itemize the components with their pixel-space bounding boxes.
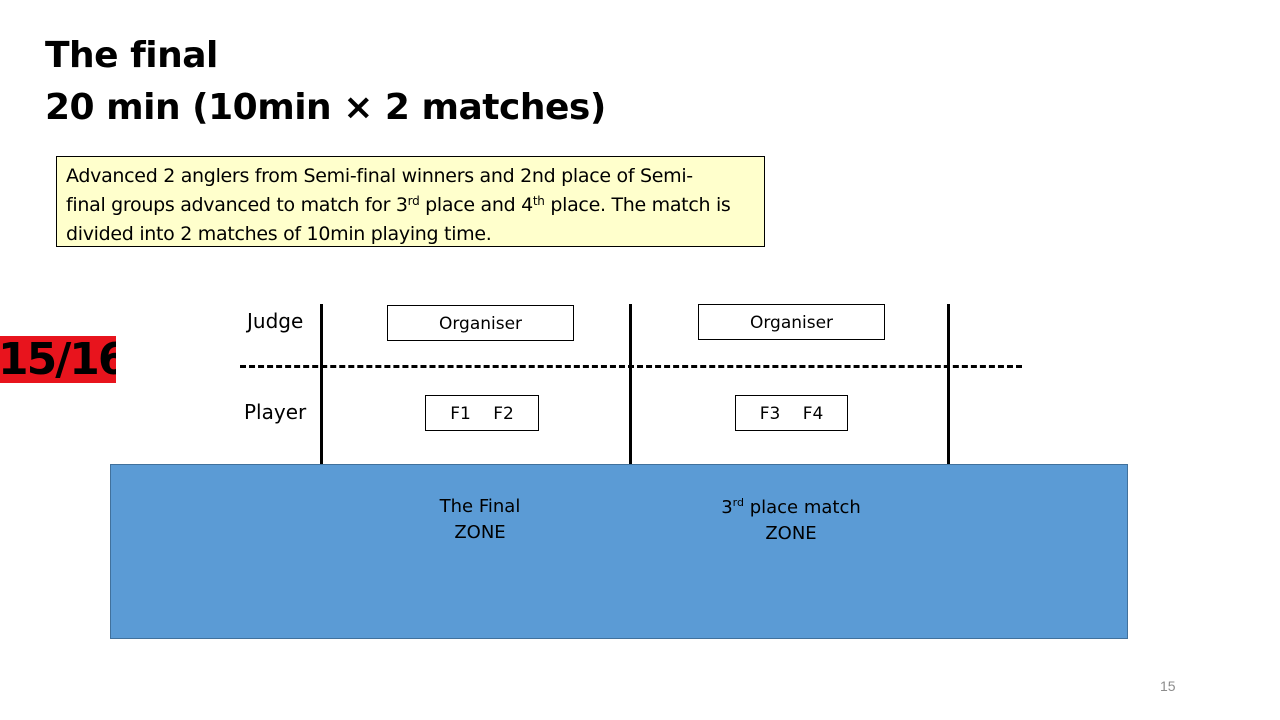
- judge-label: Judge: [247, 309, 304, 333]
- water-zone: [110, 464, 1128, 639]
- description-line-3: divided into 2 matches of 10min playing …: [66, 223, 492, 245]
- description-box: Advanced 2 anglers from Semi-final winne…: [56, 156, 765, 247]
- organiser-box-final: Organiser: [387, 305, 574, 341]
- zone-separator-1: [320, 304, 323, 465]
- page-badge: 15/16: [0, 336, 116, 383]
- description-line-2: final groups advanced to match for 3rd p…: [66, 194, 731, 216]
- organiser-box-third-place: Organiser: [698, 304, 885, 340]
- zone-separator-2: [629, 304, 632, 465]
- third-place-zone-label: 3rd place match ZONE: [721, 496, 861, 544]
- title-line-2: 20 min (10min × 2 matches): [45, 87, 606, 128]
- description-line-1: Advanced 2 anglers from Semi-final winne…: [66, 165, 693, 187]
- player-label: Player: [244, 400, 307, 424]
- slide-title: The final 20 min (10min × 2 matches): [45, 30, 606, 134]
- players-box-third-place: F3 F4: [735, 395, 848, 431]
- zone-separator-3: [947, 304, 950, 465]
- final-zone-label: The Final ZONE: [439, 496, 521, 543]
- players-box-final: F1 F2: [425, 395, 539, 431]
- title-line-1: The final: [45, 35, 218, 76]
- page-number: 15: [1160, 678, 1176, 694]
